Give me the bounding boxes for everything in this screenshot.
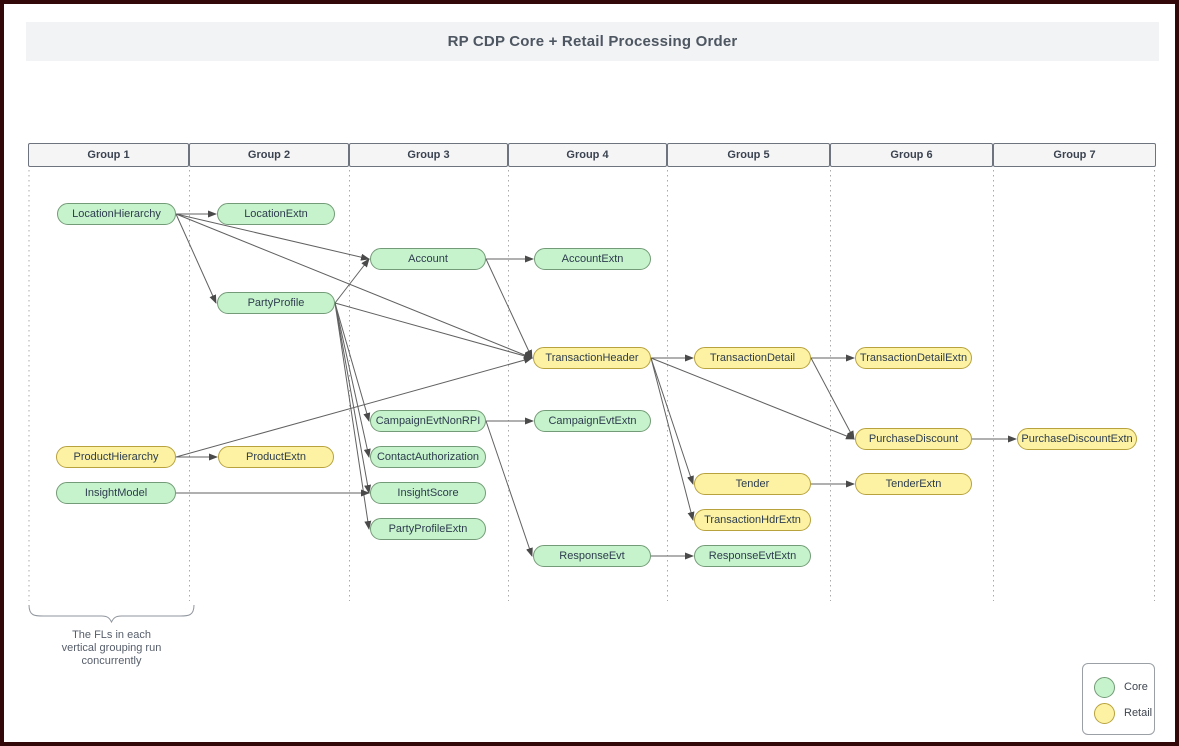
group-header-label: Group 4: [566, 149, 609, 161]
node-label: PartyProfile: [247, 297, 305, 309]
group-header-1: Group 1: [28, 143, 189, 167]
node-ResponseEvtExtn[interactable]: ResponseEvtExtn: [694, 545, 811, 567]
concurrency-annotation: The FLs in each vertical grouping run co…: [28, 629, 195, 668]
diagram-title-bar: RP CDP Core + Retail Processing Order: [26, 22, 1159, 61]
node-PurchaseDiscountExtn[interactable]: PurchaseDiscountExtn: [1017, 428, 1137, 450]
core-color-swatch: [1094, 676, 1115, 698]
group-header-6: Group 6: [830, 143, 993, 167]
node-CampaignEvtNonRPI[interactable]: CampaignEvtNonRPI: [370, 410, 486, 432]
node-ProductExtn[interactable]: ProductExtn: [218, 446, 334, 468]
node-LocationHierarchy[interactable]: LocationHierarchy: [57, 203, 176, 225]
node-label: Tender: [735, 478, 770, 490]
edge-LocationHierarchy-to-PartyProfile: [175, 213, 217, 304]
edges-layer: [28, 170, 1155, 624]
group-header-7: Group 7: [993, 143, 1156, 167]
node-InsightScore[interactable]: InsightScore: [370, 482, 486, 504]
group-header-label: Group 2: [247, 149, 291, 161]
node-TransactionDetailExtn[interactable]: TransactionDetailExtn: [855, 347, 972, 369]
edge-ProductHierarchy-to-TransactionHeader: [175, 356, 533, 458]
node-label: ResponseEvtExtn: [708, 550, 797, 562]
node-label: LocationHierarchy: [72, 208, 161, 220]
edge-Account-to-TransactionHeader: [485, 258, 533, 359]
edge-PartyProfile-to-InsightScore: [334, 302, 372, 494]
node-label: CampaignEvtExtn: [548, 415, 637, 427]
node-label: TransactionDetail: [709, 352, 796, 364]
page-title: RP CDP Core + Retail Processing Order: [447, 33, 738, 50]
edge-TransactionDetail-to-PurchaseDiscount: [810, 357, 855, 440]
node-label: TransactionHeader: [545, 352, 639, 364]
group-header-label: Group 7: [1053, 149, 1096, 161]
legend: Core Retail: [1082, 663, 1155, 735]
edge-TransactionHeader-to-TransactionHdrExtn: [650, 357, 695, 521]
edge-PartyProfile-to-PartyProfileExtn: [334, 302, 372, 530]
group-header-label: Group 3: [407, 149, 450, 161]
node-label: InsightModel: [84, 487, 148, 499]
node-label: PurchaseDiscount: [868, 433, 959, 445]
node-TransactionHdrExtn[interactable]: TransactionHdrExtn: [694, 509, 811, 531]
node-label: TenderExtn: [885, 478, 942, 490]
node-PartyProfile[interactable]: PartyProfile: [217, 292, 335, 314]
node-LocationExtn[interactable]: LocationExtn: [217, 203, 335, 225]
edge-LocationHierarchy-to-TransactionHeader: [175, 213, 533, 359]
annotation-line: The FLs in each: [72, 629, 151, 641]
annotation-line: concurrently: [81, 655, 142, 667]
node-Tender[interactable]: Tender: [694, 473, 811, 495]
node-PartyProfileExtn[interactable]: PartyProfileExtn: [370, 518, 486, 540]
retail-color-swatch: [1094, 702, 1115, 724]
legend-item-retail: Retail: [1094, 700, 1154, 726]
edge-LocationHierarchy-to-Account: [175, 213, 370, 261]
legend-item-core: Core: [1094, 674, 1154, 700]
node-ResponseEvt[interactable]: ResponseEvt: [533, 545, 651, 567]
node-Account[interactable]: Account: [370, 248, 486, 270]
node-label: Account: [408, 253, 448, 265]
group-header-label: Group 1: [87, 149, 130, 161]
node-label: ProductHierarchy: [73, 451, 159, 463]
node-AccountExtn[interactable]: AccountExtn: [534, 248, 651, 270]
edge-TransactionHeader-to-PurchaseDiscount: [650, 357, 855, 440]
node-label: AccountExtn: [561, 253, 624, 265]
node-label: InsightScore: [397, 487, 459, 499]
node-CampaignEvtExtn[interactable]: CampaignEvtExtn: [534, 410, 651, 432]
annotation-line: vertical grouping run: [61, 642, 162, 654]
legend-label: Retail: [1124, 707, 1153, 719]
node-label: TransactionDetailExtn: [859, 352, 968, 364]
group-header-2: Group 2: [189, 143, 349, 167]
node-TransactionHeader[interactable]: TransactionHeader: [533, 347, 651, 369]
group-header-label: Group 5: [727, 149, 770, 161]
group1-brace: [28, 604, 195, 624]
group-header-4: Group 4: [508, 143, 667, 167]
node-ContactAuthorization[interactable]: ContactAuthorization: [370, 446, 486, 468]
edge-CampaignEvtNonRPI-to-ResponseEvt: [485, 420, 533, 557]
node-label: ProductExtn: [246, 451, 306, 463]
group-header-5: Group 5: [667, 143, 830, 167]
edge-PartyProfile-to-Account: [334, 258, 370, 304]
edge-TransactionHeader-to-Tender: [650, 357, 694, 485]
node-TenderExtn[interactable]: TenderExtn: [855, 473, 972, 495]
edge-PartyProfile-to-CampaignEvtNonRPI: [334, 302, 371, 422]
legend-label: Core: [1124, 681, 1148, 693]
node-InsightModel[interactable]: InsightModel: [56, 482, 176, 504]
group-header-3: Group 3: [349, 143, 508, 167]
node-label: TransactionHdrExtn: [704, 514, 801, 526]
node-TransactionDetail[interactable]: TransactionDetail: [694, 347, 811, 369]
edge-PartyProfile-to-TransactionHeader: [334, 302, 533, 360]
node-PurchaseDiscount[interactable]: PurchaseDiscount: [855, 428, 972, 450]
group-header-label: Group 6: [890, 149, 933, 161]
edge-PartyProfile-to-ContactAuthorization: [334, 302, 371, 458]
node-label: CampaignEvtNonRPI: [375, 415, 481, 427]
node-label: PartyProfileExtn: [388, 523, 468, 535]
node-label: ContactAuthorization: [376, 451, 480, 463]
node-label: ResponseEvt: [559, 550, 625, 562]
node-label: PurchaseDiscountExtn: [1021, 433, 1133, 445]
node-label: LocationExtn: [244, 208, 308, 220]
node-ProductHierarchy[interactable]: ProductHierarchy: [56, 446, 176, 468]
